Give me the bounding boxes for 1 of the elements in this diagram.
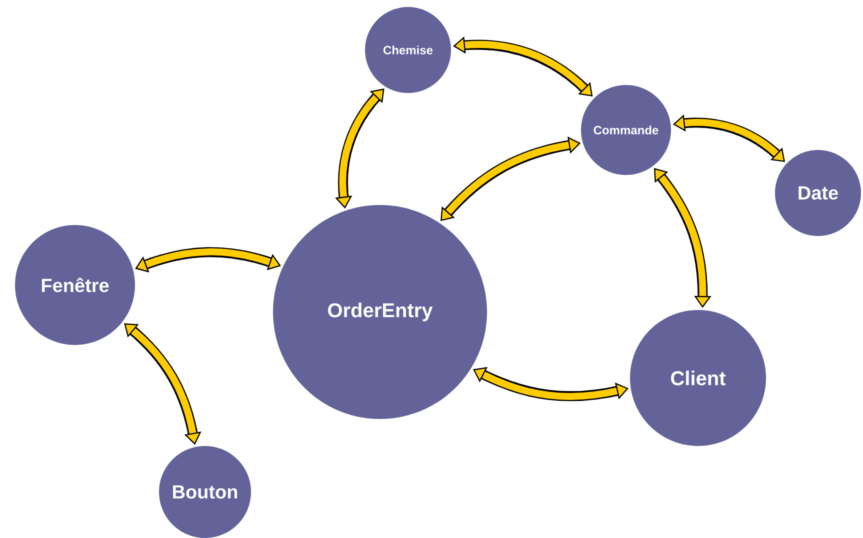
double-arrow xyxy=(135,247,281,272)
